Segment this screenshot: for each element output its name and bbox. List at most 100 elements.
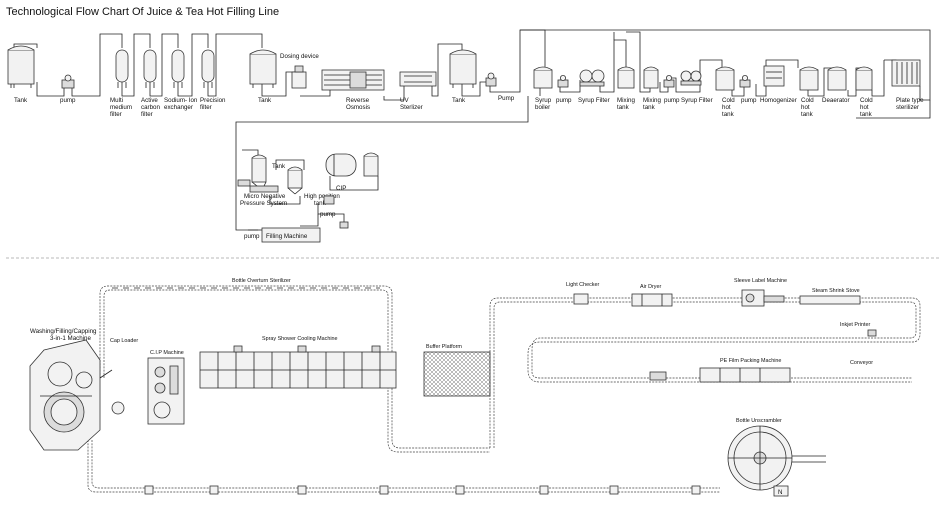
washing-filling-capping-label-2: 3-in-1 Machine [50,335,91,342]
buffer-to-light-checker-conveyor [489,297,921,448]
active-carbon-filter-label-2: carbon [141,104,160,111]
cold-hot-tank-1 [715,66,735,91]
cold-hot-tank-3-label-2: hot [860,104,869,111]
buffer-platform [423,351,491,397]
uv-sterilizer-label-1: UV [400,97,409,104]
light-checker-label: Light Checker [566,282,599,288]
syrup-boiler-label-1: Syrup [535,97,552,104]
filling-machine [261,227,321,243]
multi-medium-filter-label-3: filter [110,111,122,118]
pump-5-label: pump [741,97,757,104]
high-position-tank-label-2: tank [314,200,327,207]
plant-layout: Bottle Overturn Sterilizer Washing/Filli… [29,278,921,497]
n-mark: N [778,489,782,496]
water-treatment-section: Tank pump Multi medium filter Active car… [7,29,546,118]
spray-shower-cooling-machine [199,345,397,389]
sodium-ion-exchanger-label-2: exchanger [164,104,193,111]
mixing-tank-2 [643,66,659,89]
pe-film-packing-machine [649,367,791,383]
micro-negative-label-2: Pressure System [240,200,287,207]
cold-hot-tank-1-label-2: hot [722,104,731,111]
pump-5 [739,75,751,88]
active-carbon-filter-label-1: Active [141,97,158,104]
multi-medium-filter-label-2: medium [110,104,132,111]
mixing-tank-1-label-2: tank [617,104,630,111]
filling-machine-label: Filling Machine [266,233,308,240]
filling-tank [287,166,303,195]
reverse-osmosis-unit [321,69,385,91]
cold-hot-tank-1-label-1: Cold [722,97,735,104]
sleeve-label-machine [741,289,785,307]
high-position-tank-label-1: High position [304,193,340,200]
mixing-tank-1-label-1: Mixing [617,97,635,104]
tank-2-label: Tank [258,97,272,104]
pump-3 [557,75,569,88]
bottle-unscrambler-label: Bottle Unscrambler [736,418,782,424]
sleeve-label-machine-label: Sleeve Label Machine [734,278,787,284]
cold-hot-tank-2-label-3: tank [801,111,814,118]
multi-medium-filter [115,49,129,88]
sodium-ion-exchanger-label-1: Sodium- Ion [164,97,198,104]
dosing-device [291,65,307,89]
mixing-tank-2-label-1: Mixing [643,97,661,104]
syrup-filter-1-label: Syrup Filter [578,97,610,104]
tank-2 [249,49,277,88]
mixing-tank-1 [617,66,635,89]
pe-film-packing-label: PE Film Packing Machine [720,358,781,364]
uv-sterilizer-label-2: Sterlizer [400,104,423,111]
pump-b-label: pump [320,211,336,218]
cap-loader [99,369,125,415]
light-checker [573,293,589,305]
filling-tank-label: Tank [272,163,286,170]
syrup-filter-2 [680,70,702,86]
syrup-filter-2-label: Syrup Filter [681,97,713,104]
cold-hot-tank-2 [799,66,819,91]
tank-1 [7,45,35,88]
pump-1 [61,74,75,89]
pump-3-label: pump [556,97,572,104]
syrup-boiler [533,66,553,89]
micro-negative-pressure-system [237,154,279,193]
cold-hot-tank-1-label-3: tank [722,111,735,118]
pump-1-label: pump [60,97,76,104]
homogenizer [763,65,785,87]
micro-negative-label-1: Micro Negative [244,193,286,200]
cold-hot-tank-2-label-1: Cold [801,97,814,104]
spray-shower-cooling-label: Spray Shower Cooling Machine [262,336,338,342]
washing-filling-capping-machine [29,339,101,451]
dosing-device-label: Dosing device [280,53,319,60]
reverse-osmosis-label-1: Reverse [346,97,370,104]
precision-filter-label-1: Precision [200,97,226,104]
precision-filter-label-2: filter [200,104,212,111]
pump-2-label: Pump [498,95,515,102]
pump-b [339,221,349,229]
bottle-unscrambler [727,425,826,497]
plate-type-sterilizer-label-1: Plate type [896,97,924,104]
syrup-filter-1 [579,69,605,87]
conveyor-label: Conveyor [850,360,873,366]
syrup-boiler-label-2: boiler [535,104,550,111]
cip-machine-label: C.I.P Machine [150,350,184,356]
cip-unit [325,152,379,177]
air-dryer [631,293,673,307]
inkjet-printer [867,329,877,337]
uv-sterilizer [399,71,437,87]
inkjet-printer-label: Inkjet Printer [840,322,870,328]
syrup-mixing-section: Syrup boiler pump Syrup Filter Mixing ta… [235,29,931,150]
active-carbon-filter [143,49,157,88]
conveyor-supports [144,485,701,495]
deaerator [827,66,847,91]
cap-loader-label: Cap Loader [110,338,138,344]
tank-3-label: Tank [452,97,466,104]
bottle-overturn-sterilizer-label: Bottle Overturn Sterilizer [232,278,291,284]
washing-filling-capping-label-1: Washing/Filling/Capping [30,328,97,335]
cip-label: CIP [336,185,346,192]
cold-hot-tank-2-label-2: hot [801,104,810,111]
mixing-tank-2-label-2: tank [643,104,656,111]
tank-3 [449,49,477,88]
pump-a-label: pump [244,233,260,240]
tank-1-label: Tank [14,97,28,104]
overturn-sterilizer-loop [99,285,490,449]
cold-hot-tank-3-label-3: tank [860,111,873,118]
